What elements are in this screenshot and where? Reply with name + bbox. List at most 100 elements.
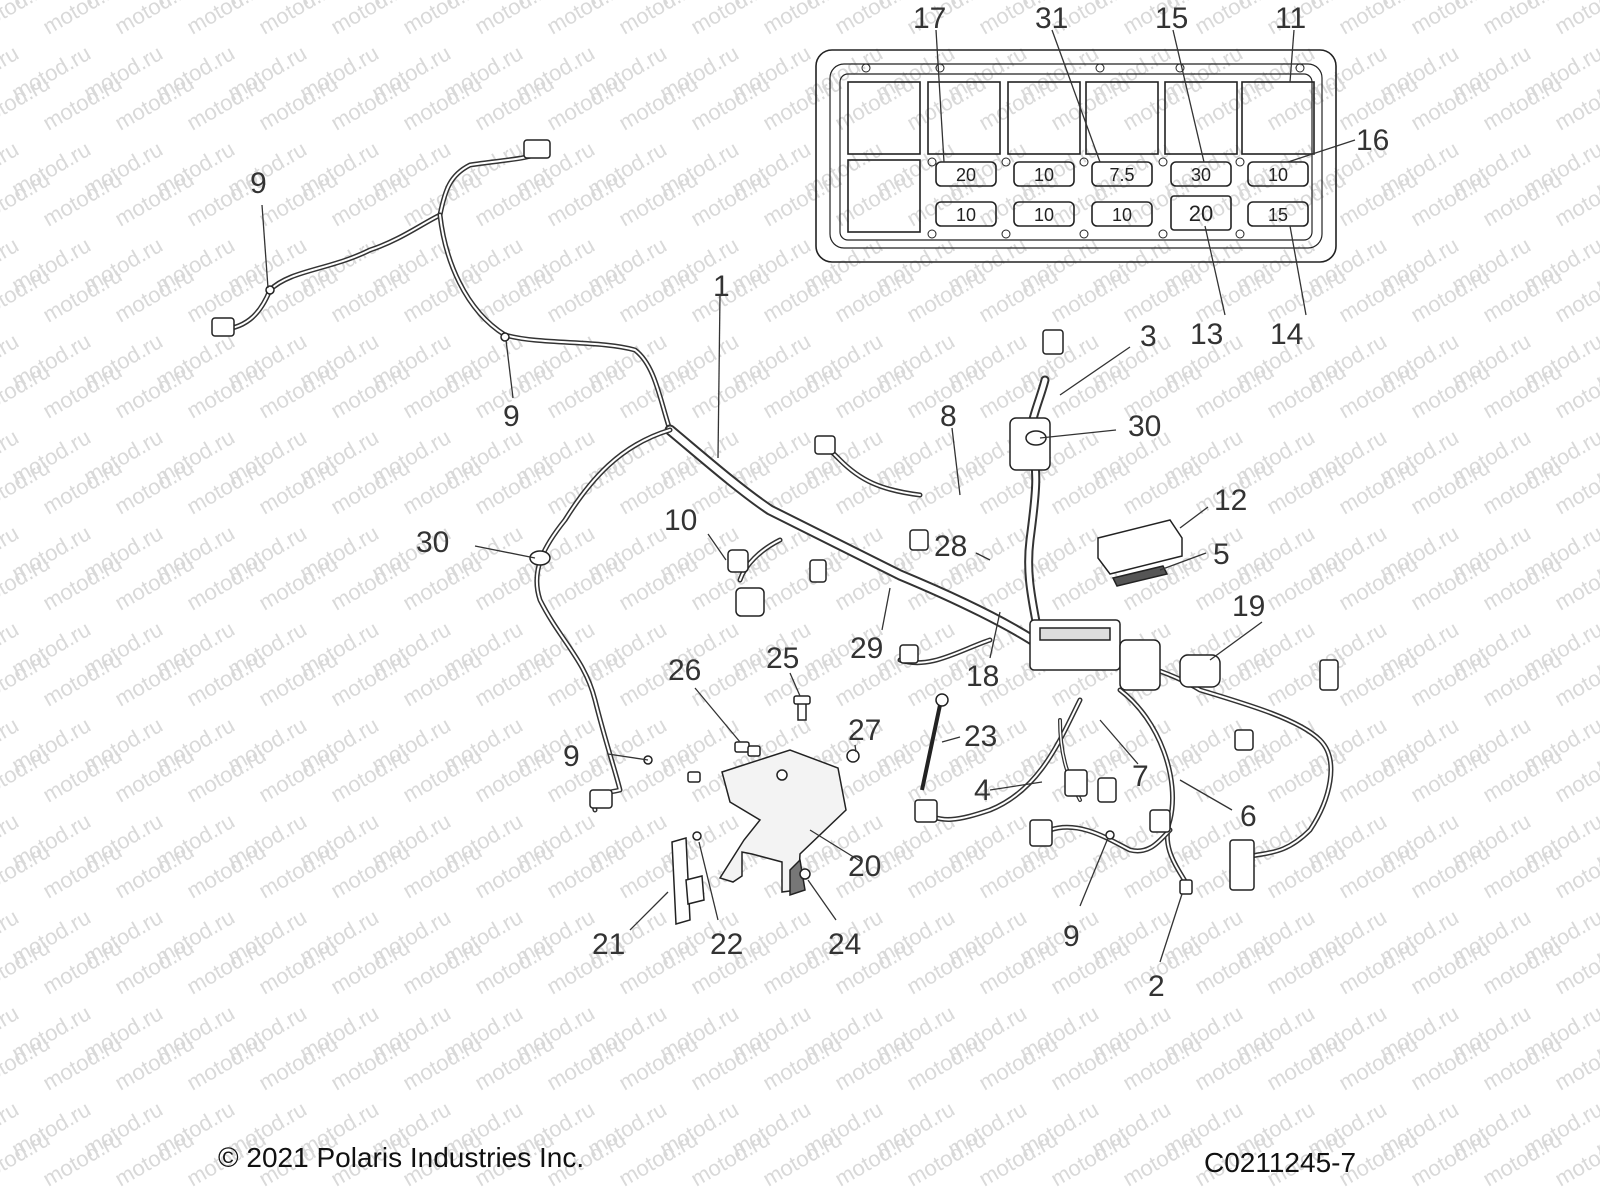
fuse-value: 30 (1191, 165, 1211, 185)
callout-13: 13 (1190, 318, 1223, 351)
callout-31: 31 (1035, 2, 1068, 35)
callout-21: 21 (592, 928, 625, 961)
callout-9: 9 (563, 740, 580, 773)
components (211, 139, 1339, 925)
callout-17: 17 (913, 2, 946, 35)
watermark-text: motod.ru (7, 1192, 95, 1200)
fuse-value: 10 (1268, 165, 1288, 185)
fuse-value: 7.5 (1109, 165, 1134, 185)
fuse-value: 20 (1189, 201, 1213, 226)
callout-20: 20 (848, 850, 881, 883)
screw-22 (692, 831, 702, 841)
leader-lines (261, 29, 1356, 963)
callout-30: 30 (416, 526, 449, 559)
connector (1149, 809, 1171, 833)
callout-30: 30 (1128, 410, 1161, 443)
watermark-text: motod.ru (799, 1192, 887, 1200)
sensor (735, 587, 765, 617)
callout-4: 4 (974, 774, 991, 807)
relay (1179, 654, 1221, 688)
sensor-23 (935, 693, 949, 707)
connector (1042, 329, 1064, 355)
callout-29: 29 (850, 632, 883, 665)
clip-9 (500, 332, 510, 342)
watermark-text: motod.ru (295, 1192, 383, 1200)
connector (211, 317, 235, 337)
relay-block (1164, 81, 1238, 155)
callout-1: 1 (713, 270, 730, 303)
connector (1029, 819, 1053, 847)
callout-3: 3 (1140, 320, 1157, 353)
watermark-text: motod.ru (583, 1192, 671, 1200)
connector (1234, 729, 1254, 751)
callout-14: 14 (1270, 318, 1303, 351)
watermark-text: motod.ru (511, 1192, 599, 1200)
watermark-text: motod.ru (1159, 1192, 1247, 1200)
relay-19 (1119, 639, 1161, 691)
watermark-text: motod.ru (1375, 1192, 1463, 1200)
callout-22: 22 (710, 928, 743, 961)
watermark-text: motod.ru (1447, 1192, 1535, 1200)
relay-block (1007, 81, 1081, 155)
watermark-text: motod.ru (367, 1192, 455, 1200)
figure-id: C0211245-7 (1204, 1147, 1357, 1178)
connector (1097, 777, 1117, 803)
connector (914, 799, 938, 823)
bracket-20 (718, 749, 847, 893)
callout-11: 11 (1275, 2, 1306, 35)
module-12 (1097, 519, 1183, 575)
callout-8: 8 (940, 400, 957, 433)
watermark-text: motod.ru (1303, 1192, 1391, 1200)
relay-block (1241, 81, 1315, 155)
callout-10: 10 (664, 504, 697, 537)
copyright-notice: © 2021 Polaris Industries Inc. (218, 1142, 585, 1173)
watermark-text: motod.ru (727, 1192, 815, 1200)
callout-9: 9 (503, 400, 520, 433)
callout-19: 19 (1232, 590, 1265, 623)
watermark-text: motod.ru (655, 1192, 743, 1200)
sensor (727, 549, 749, 573)
watermark-text: motod.ru (1015, 1192, 1103, 1200)
watermark-text: motod.ru (79, 1192, 167, 1200)
screw-26 (734, 741, 750, 753)
callout-28: 28 (934, 530, 967, 563)
callout-9: 9 (1063, 920, 1080, 953)
watermark-text: motod.ru (223, 1192, 311, 1200)
callout-2: 2 (1148, 970, 1165, 1003)
connector (1064, 769, 1088, 797)
relay-block (927, 81, 1001, 155)
relay-block (1085, 81, 1159, 155)
connector (809, 559, 827, 583)
connector (814, 435, 836, 455)
fuse-values: 20 10 7.5 30 10 10 10 10 20 15 (956, 165, 1288, 226)
callout-15: 15 (1155, 2, 1188, 35)
bolt-25 (793, 695, 811, 705)
callout-27: 27 (848, 714, 881, 747)
connector (1319, 659, 1339, 691)
connector (589, 789, 613, 809)
watermark-text: motod.ru (1087, 1192, 1175, 1200)
watermark-text: motod.ru (1231, 1192, 1319, 1200)
callout-24: 24 (828, 928, 861, 961)
watermark-text: motod.ru (1519, 1192, 1600, 1200)
fuse-value: 10 (1112, 205, 1132, 225)
connector (909, 529, 929, 551)
fuse-value: 10 (1034, 205, 1054, 225)
clip-9 (1105, 830, 1115, 840)
watermark-text: motod.ru (871, 1192, 959, 1200)
connector (1179, 879, 1193, 895)
clip-30 (529, 550, 551, 566)
connector (1229, 839, 1255, 891)
connector (523, 139, 551, 159)
callout-18: 18 (966, 660, 999, 693)
watermark-text: motod.ru (943, 1192, 1031, 1200)
callout-7: 7 (1132, 760, 1149, 793)
callout-labels: 17 31 15 11 16 13 14 9 9 1 3 30 8 12 5 1… (250, 2, 1389, 1003)
callout-26: 26 (668, 654, 701, 687)
callout-9: 9 (250, 167, 267, 200)
callout-16: 16 (1356, 124, 1389, 157)
nut-27 (846, 749, 860, 763)
watermark-text: motod.ru (1550, 0, 1600, 39)
